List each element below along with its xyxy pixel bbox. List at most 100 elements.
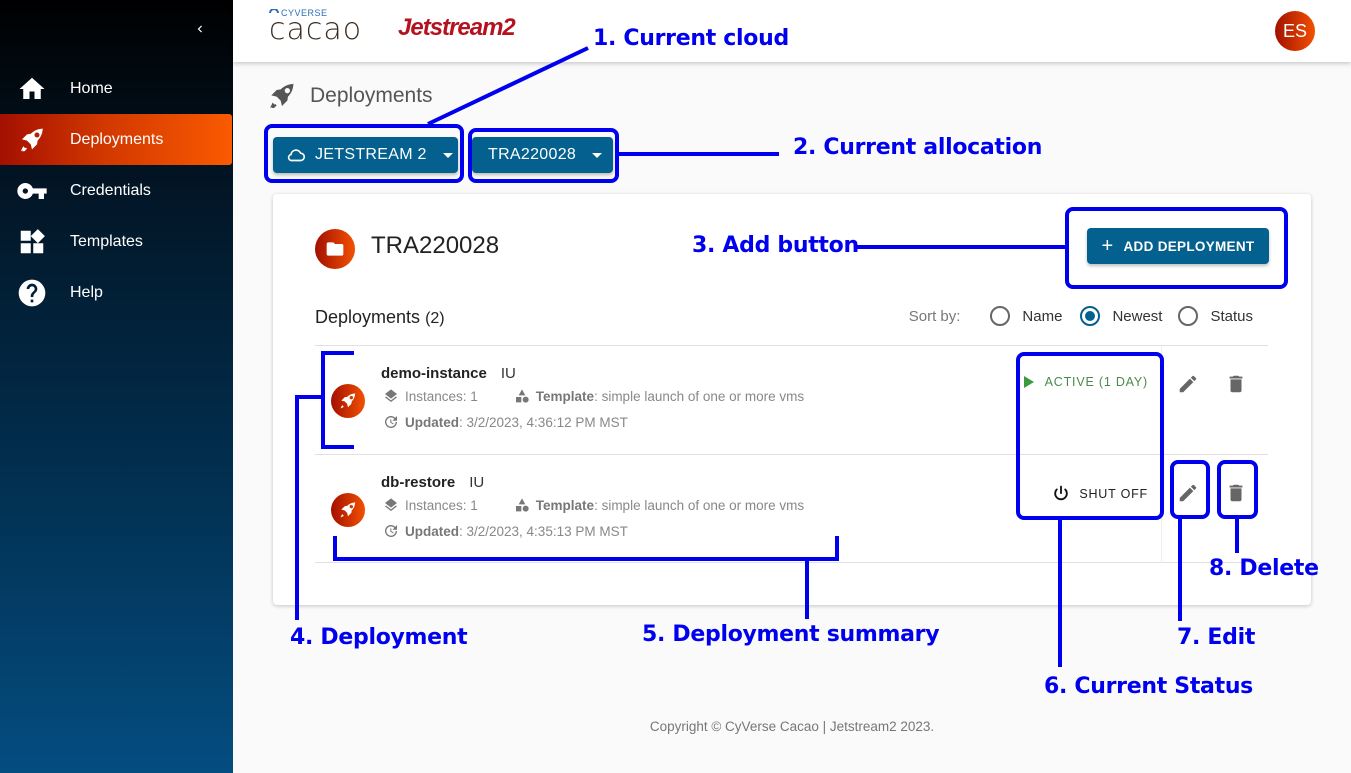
sidebar-nav: Home Deployments Credentials Templates H…	[0, 63, 232, 318]
sort-radio-status[interactable]: Status	[1178, 306, 1253, 326]
trash-icon	[1229, 484, 1243, 502]
sidebar-item-label: Templates	[70, 232, 143, 250]
sort-radio-newest[interactable]: Newest	[1080, 306, 1162, 326]
delete-button[interactable]	[1224, 481, 1248, 505]
rocket-icon	[331, 384, 365, 418]
top-header: CYVERSE cacao Jetstream2 ES	[233, 0, 1351, 62]
annotation-leader-line	[1235, 519, 1239, 553]
status-badge: ACTIVE (1 DAY)	[1023, 375, 1148, 389]
sidebar: Home Deployments Credentials Templates H…	[0, 0, 233, 773]
sidebar-item-credentials[interactable]: Credentials	[0, 165, 232, 216]
widgets-icon	[16, 226, 48, 258]
update-clock-icon	[385, 416, 397, 429]
sidebar-item-label: Home	[70, 79, 113, 97]
annotation-leader-line	[295, 395, 299, 620]
annotation-bracket	[333, 557, 839, 561]
key-icon	[16, 175, 48, 207]
sidebar-item-label: Deployments	[70, 130, 164, 148]
help-circle-icon	[16, 277, 48, 309]
annotation-label: 5. Deployment summary	[642, 622, 940, 647]
rocket-icon	[16, 124, 48, 156]
annotation-label: 2. Current allocation	[793, 135, 1043, 160]
sidebar-item-home[interactable]: Home	[0, 63, 232, 114]
sidebar-item-label: Help	[70, 283, 103, 301]
cloud-selector-label: JETSTREAM 2	[315, 146, 427, 163]
annotation-label: 7. Edit	[1177, 625, 1256, 650]
edit-button[interactable]	[1176, 372, 1200, 396]
annotation-label: 6. Current Status	[1044, 674, 1253, 699]
delete-button[interactable]	[1224, 372, 1248, 396]
home-icon	[16, 73, 48, 105]
annotation-bracket	[333, 536, 337, 561]
deployment-region: IU	[500, 365, 516, 382]
sort-radio-name[interactable]: Name	[990, 306, 1062, 326]
annotation-leader-line	[619, 152, 779, 156]
deployments-list-heading: Deployments (2)	[315, 307, 445, 327]
user-avatar[interactable]: ES	[1275, 11, 1315, 51]
annotation-bracket	[321, 351, 354, 355]
cloud-selector[interactable]: JETSTREAM 2	[273, 137, 458, 173]
allocation-selector[interactable]: TRA220028	[472, 137, 613, 173]
dropdown-caret-icon	[442, 152, 453, 158]
sidebar-item-help[interactable]: Help	[0, 267, 232, 318]
plus-icon: +	[1101, 235, 1114, 257]
jetstream-logo[interactable]: Jetstream2	[398, 14, 516, 41]
layers-icon	[385, 498, 397, 511]
cacao-logo[interactable]: CYVERSE cacao	[269, 8, 363, 47]
allocation-title: TRA220028	[371, 232, 500, 259]
cyverse-logo: CYVERSE	[269, 8, 362, 18]
annotation-bracket	[321, 445, 354, 449]
annotation-label: 4. Deployment	[290, 625, 468, 650]
add-deployment-button[interactable]: + ADD DEPLOYMENT	[1087, 228, 1269, 264]
pencil-icon	[1179, 484, 1197, 502]
page-title-text: Deployments	[310, 84, 433, 107]
pencil-icon	[1179, 375, 1197, 393]
deployment-template: Template: simple launch of one or more v…	[514, 388, 804, 404]
layers-icon	[385, 389, 397, 402]
deployment-summary: Instances: 1 Template: simple launch of …	[383, 388, 804, 404]
rocket-icon	[331, 493, 365, 527]
annotation-leader-line	[805, 557, 809, 619]
collapse-sidebar-button[interactable]	[190, 20, 210, 40]
dropdown-caret-icon	[592, 152, 603, 158]
deployment-template: Template: simple launch of one or more v…	[514, 497, 804, 513]
annotation-bracket	[321, 351, 325, 449]
radio-checked-icon	[1080, 306, 1101, 326]
cloud-icon	[287, 149, 306, 162]
footer-copyright: Copyright © CyVerse Cacao | Jetstream2 2…	[649, 719, 935, 734]
sidebar-item-deployments[interactable]: Deployments	[0, 114, 232, 165]
allocation-card: TRA220028 + ADD DEPLOYMENT Deployments (…	[273, 194, 1311, 605]
category-shapes-icon	[515, 498, 529, 512]
allocation-selector-label: TRA220028	[488, 146, 577, 163]
radio-unchecked-icon	[1178, 306, 1199, 326]
trash-icon	[1229, 375, 1243, 393]
chevron-left-icon	[197, 25, 202, 33]
annotation-label: 1. Current cloud	[593, 26, 789, 51]
annotation-label: 3. Add button	[692, 233, 859, 258]
status-badge: SHUT OFF	[1051, 484, 1148, 504]
annotation-leader-line	[1178, 519, 1182, 621]
deployment-region: IU	[469, 474, 485, 491]
annotation-bracket	[835, 536, 839, 561]
sidebar-item-templates[interactable]: Templates	[0, 216, 232, 267]
category-shapes-icon	[515, 389, 529, 403]
sidebar-item-label: Credentials	[70, 181, 151, 199]
annotation-leader-line	[295, 395, 323, 399]
edit-button[interactable]	[1176, 481, 1200, 505]
deployment-updated: Updated: 3/2/2023, 4:36:12 PM MST	[383, 414, 628, 430]
folder-icon	[315, 229, 355, 269]
radio-unchecked-icon	[990, 306, 1011, 326]
update-clock-icon	[385, 525, 397, 538]
sort-options: Sort by: Name Newest Status	[909, 306, 1253, 326]
deployment-updated: Updated: 3/2/2023, 4:35:13 PM MST	[383, 523, 628, 539]
annotation-leader-line	[1058, 520, 1062, 667]
cacao-wordmark: cacao	[269, 12, 363, 47]
deployment-summary: Instances: 1 Template: simple launch of …	[383, 497, 804, 513]
deployments-count: (2)	[425, 310, 445, 327]
play-icon	[1023, 376, 1034, 388]
annotation-leader-line	[855, 245, 1067, 249]
